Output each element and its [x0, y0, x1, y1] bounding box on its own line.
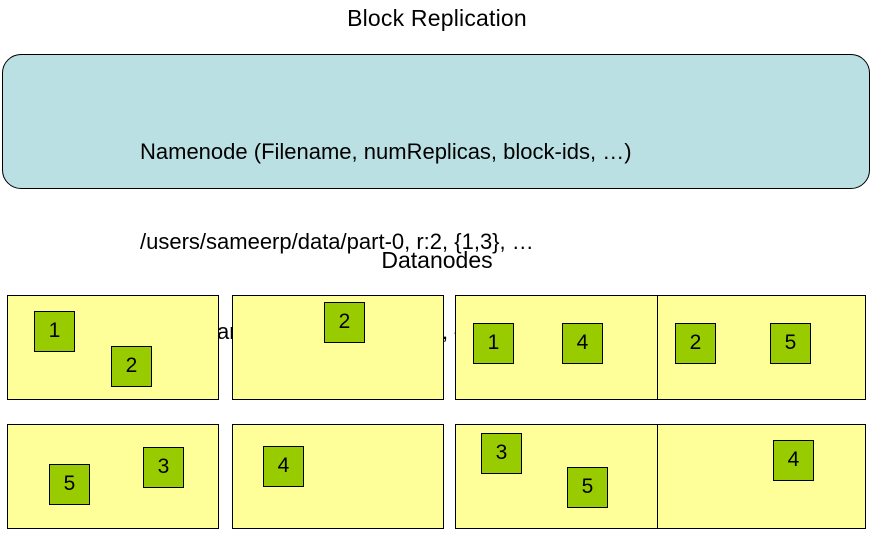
datanode-6[interactable]: 4 — [232, 424, 444, 529]
block-square[interactable]: 2 — [675, 323, 716, 364]
block-square[interactable]: 2 — [111, 346, 152, 387]
block-square[interactable]: 2 — [324, 302, 365, 343]
block-square[interactable]: 1 — [34, 311, 75, 352]
namenode-panel: Namenode (Filename, numReplicas, block-i… — [2, 54, 870, 344]
datanode-8[interactable]: 4 — [657, 424, 866, 529]
block-square[interactable]: 5 — [567, 467, 608, 508]
block-square[interactable]: 4 — [263, 446, 304, 487]
block-square[interactable]: 3 — [481, 433, 522, 474]
datanode-2[interactable]: 2 — [232, 295, 444, 400]
block-square[interactable]: 3 — [143, 447, 184, 488]
block-square[interactable]: 4 — [773, 440, 814, 481]
block-square[interactable]: 4 — [562, 323, 603, 364]
datanodes-section-label: Datanodes — [381, 247, 493, 273]
block-square[interactable]: 5 — [49, 464, 90, 505]
namenode-line-2: /users/sameerp/data/part-0, r:2, {1,3}, … — [140, 229, 534, 254]
block-square[interactable]: 1 — [473, 323, 514, 364]
page-title: Block Replication — [347, 5, 527, 31]
block-square[interactable]: 5 — [770, 323, 811, 364]
namenode-line-1: Namenode (Filename, numReplicas, block-i… — [140, 139, 632, 164]
